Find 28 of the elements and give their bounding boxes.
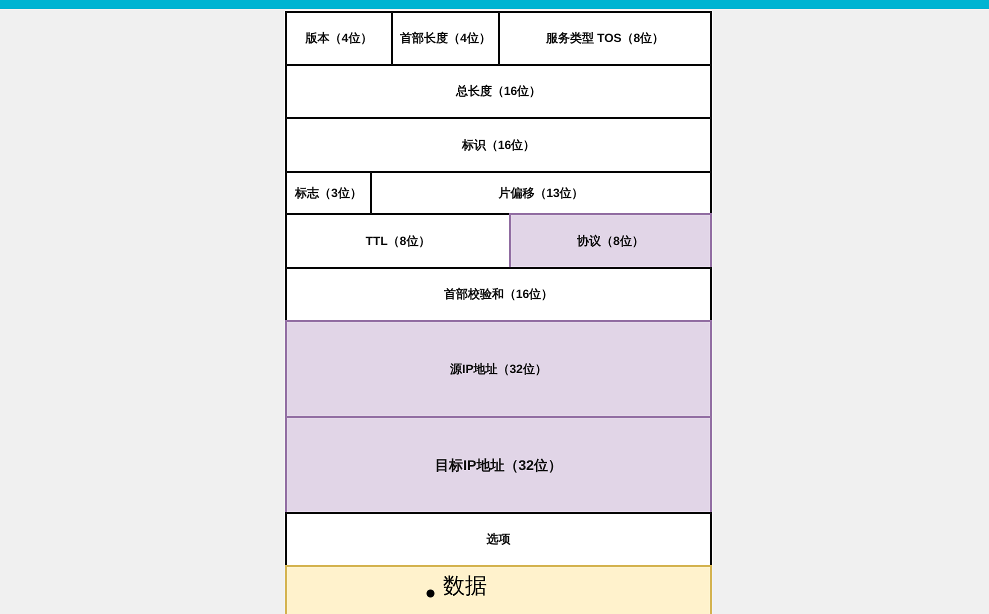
header-field [285, 11, 393, 66]
field-label: 目标IP地址（32位） [435, 456, 562, 474]
field-label: 首部长度（4位） [400, 31, 491, 46]
header-field [285, 320, 712, 418]
field-label: 片偏移（13位） [498, 186, 584, 200]
header-field [509, 213, 712, 269]
header-field [391, 11, 500, 66]
data-payload-field [285, 565, 712, 614]
field-label: 选项 [486, 532, 510, 547]
header-field [285, 64, 712, 119]
field-label: 标识（16位） [462, 138, 536, 152]
field-label: 首部校验和（16位） [444, 287, 554, 302]
field-label: 数据 [443, 573, 487, 600]
header-field [285, 117, 712, 173]
header-field [285, 267, 712, 322]
field-label: TTL（8位） [366, 234, 430, 248]
header-field [498, 11, 712, 66]
header-field [285, 416, 712, 514]
field-label: 服务类型 TOS（8位） [546, 31, 664, 46]
field-label: 协议（8位） [577, 234, 644, 248]
header-field [285, 213, 511, 269]
field-label: 版本（4位） [306, 31, 372, 46]
field-label: 标志（3位） [295, 186, 362, 200]
header-field [370, 171, 712, 215]
field-label: 源IP地址（32位） [450, 362, 547, 376]
header-field [285, 171, 372, 215]
field-label: 总长度（16位） [456, 84, 542, 99]
header-field [285, 512, 712, 567]
